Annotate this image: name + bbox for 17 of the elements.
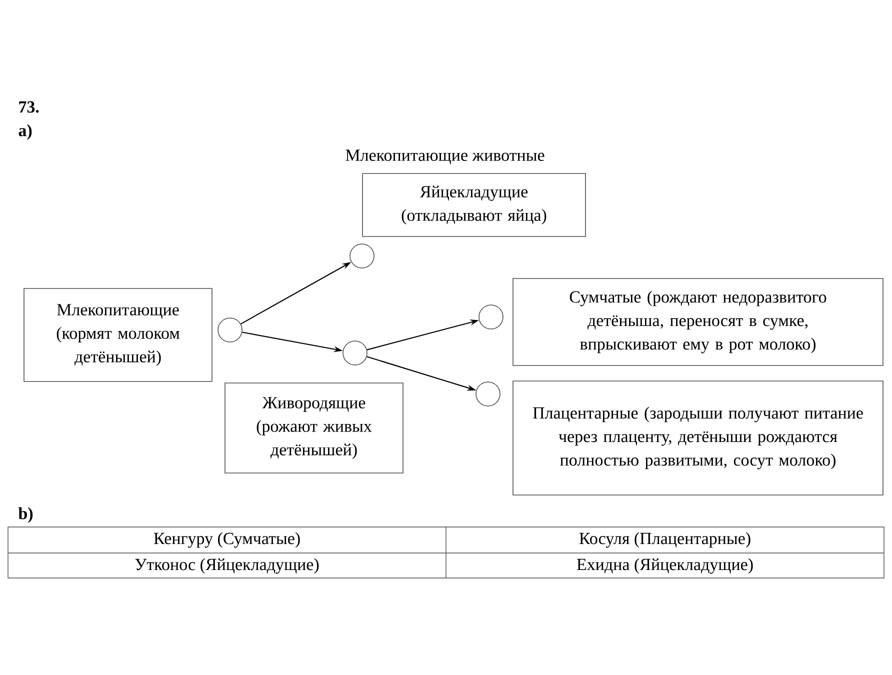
table-cell: Кенгуру (Сумчатые) xyxy=(154,532,300,548)
table-cell: Косуля (Плацентарные) xyxy=(579,532,750,548)
text-box: Живородящие (рожают живых детёнышей) xyxy=(224,382,404,474)
text-box: Млекопитающие (кормят молоком детёнышей) xyxy=(24,288,212,382)
empty-circle xyxy=(342,340,368,366)
text-box: Яйцекладущие (откладывают яйца) xyxy=(362,173,586,237)
empty-circle xyxy=(350,244,374,268)
text-box: Плацентарные (зародыши получают питание через плаценту, детёныши рождаются полностью развитыми, сосут молоко) xyxy=(512,380,884,496)
number-label: 73. xyxy=(19,101,39,113)
table-cell: Ехидна (Яйцекладущие) xyxy=(576,558,753,574)
part-label: а) xyxy=(18,124,32,140)
text-box: Сумчатые (рождают недоразвитого детёныша, переносят в сумке, впрыскивают ему в рот молоко) xyxy=(512,278,884,366)
empty-circle xyxy=(218,318,242,342)
part-label: b) xyxy=(18,507,33,523)
empty-circle xyxy=(476,382,500,406)
table-cell: Утконос (Яйцекладущие) xyxy=(135,558,319,574)
empty-circle xyxy=(478,304,504,330)
